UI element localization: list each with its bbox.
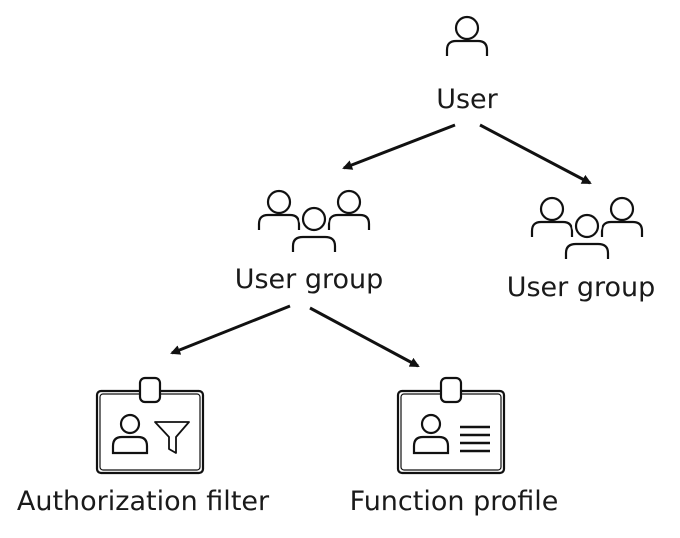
user-label: User [436, 84, 498, 115]
edge-user-to-group-left [342, 123, 456, 170]
edge-group-to-function-profile [309, 306, 420, 368]
function-profile-label: Function profile [349, 486, 559, 517]
user-group-left-label: User group [234, 264, 384, 295]
authorization-filter-label: Authorization filter [16, 486, 270, 517]
user-group-right-label: User group [506, 272, 656, 303]
user-group-icon [259, 191, 369, 254]
id-badge-profile-icon [396, 376, 506, 475]
user-group-icon [532, 198, 642, 261]
user-icon [445, 15, 489, 58]
edge-group-to-authorization-filter [170, 304, 291, 355]
id-badge-filter-icon [95, 376, 205, 475]
edge-user-to-group-right [479, 123, 592, 185]
